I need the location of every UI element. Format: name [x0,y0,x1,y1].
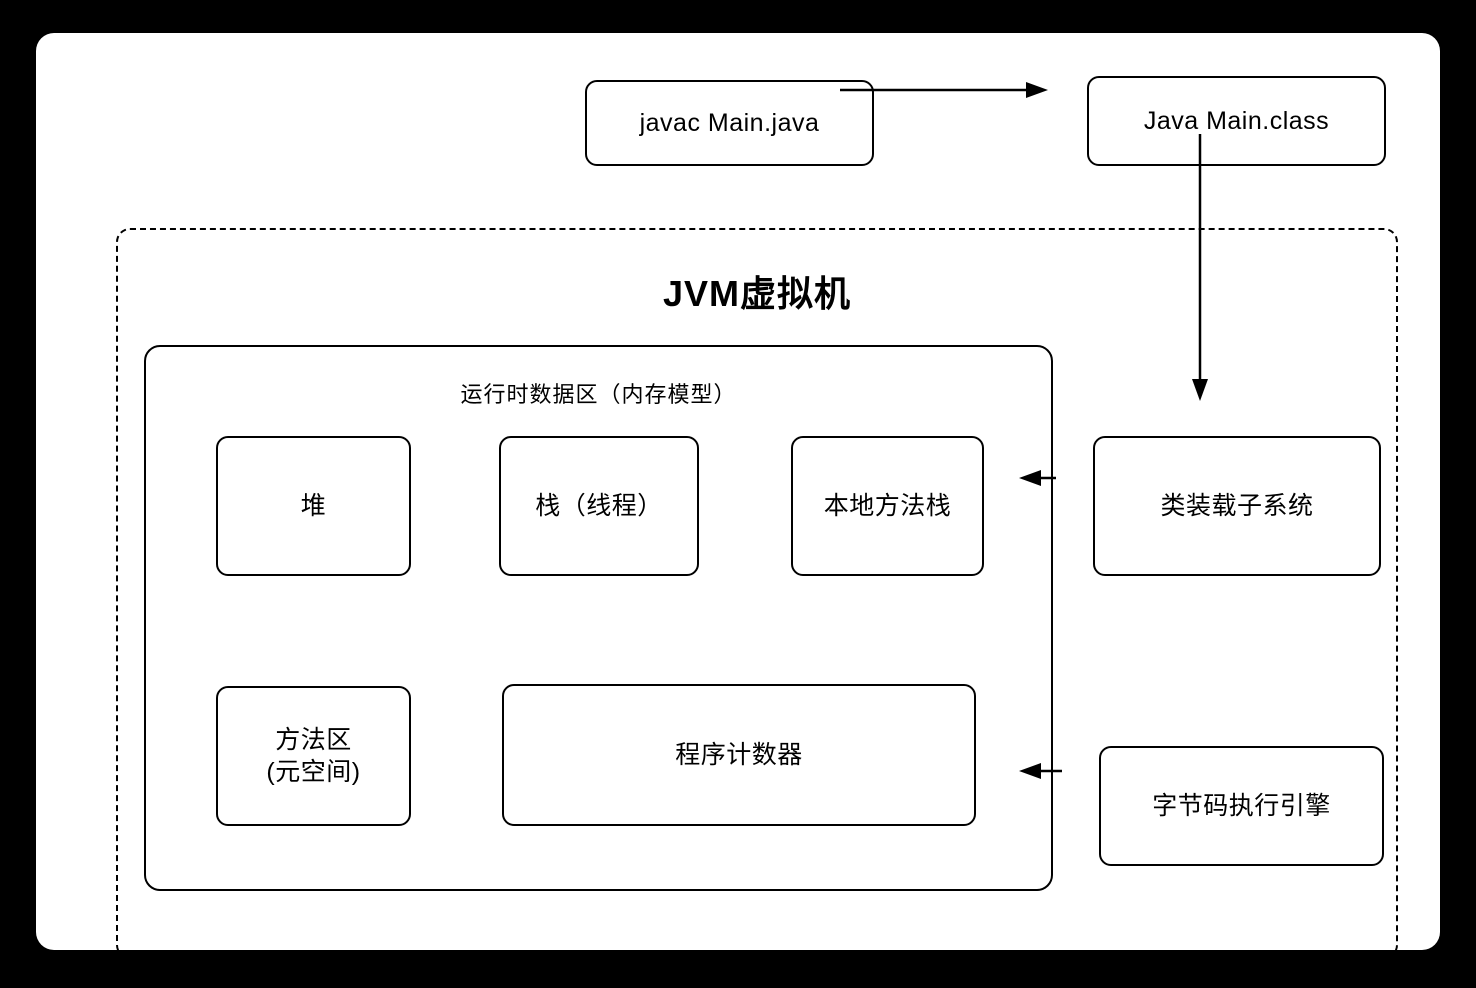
jvm-container-box [116,228,1398,959]
class-file-box: Java Main.class [1087,76,1386,166]
native-method-stack-box: 本地方法栈 [791,436,984,576]
javac-command-label: javac Main.java [639,108,820,137]
stack-box: 栈（线程） [499,436,699,576]
javac-command-box: javac Main.java [585,80,874,166]
method-area-box: 方法区 (元空间) [216,686,411,826]
method-area-label-line2: (元空间) [266,758,361,786]
diagram-panel: javac Main.java Java Main.class JVM虚拟机 运… [36,33,1440,959]
stack-label: 栈（线程） [535,491,663,520]
class-file-label: Java Main.class [1143,106,1330,135]
execution-engine-box: 字节码执行引擎 [1099,746,1384,866]
program-counter-label: 程序计数器 [675,740,803,769]
heap-label: 堆 [300,491,327,520]
class-loader-box: 类装载子系统 [1093,436,1381,576]
class-loader-label: 类装载子系统 [1160,491,1314,520]
program-counter-box: 程序计数器 [502,684,976,826]
heap-box: 堆 [216,436,411,576]
native-method-stack-label: 本地方法栈 [823,491,952,520]
runtime-data-area-label: 运行时数据区（内存模型） [460,382,737,407]
execution-engine-label: 字节码执行引擎 [1152,791,1331,820]
jvm-title: JVM虚拟机 [662,273,852,314]
method-area-label-line1: 方法区 [275,725,352,754]
